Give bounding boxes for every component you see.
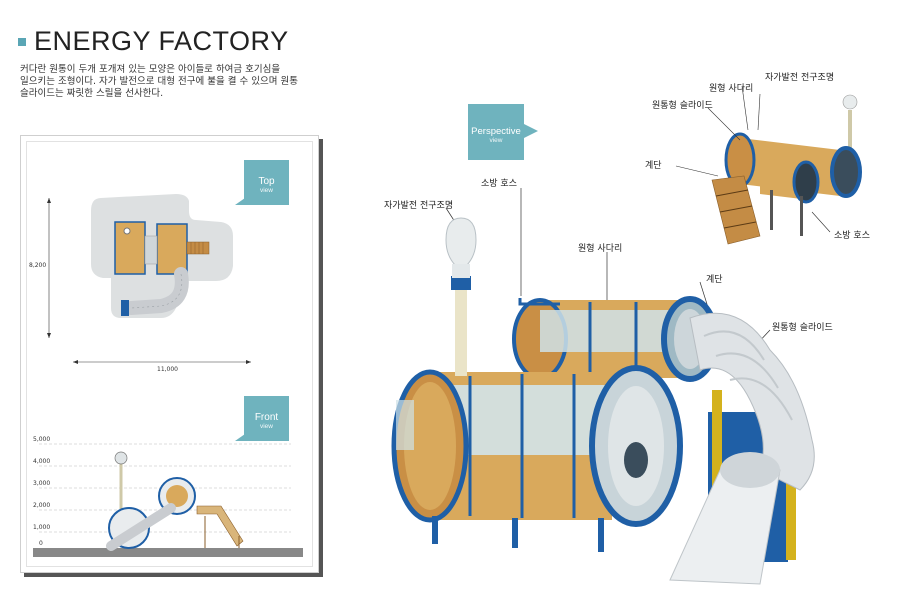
scale-1000: 1,000 xyxy=(33,524,51,531)
description-line-3: 슬라이드는 짜릿한 스릴을 선사한다. xyxy=(20,88,164,99)
description-line-1: 커다란 원통이 두개 포개져 있는 모양은 아이들로 하여금 호기심을 xyxy=(20,64,281,75)
elevation-stairs xyxy=(196,505,244,547)
front-view-callout-tail xyxy=(235,434,245,441)
top-view-title: Top xyxy=(258,176,275,187)
scale-2000: 2,000 xyxy=(33,502,51,509)
perspective-view-subtitle: view xyxy=(489,137,503,144)
label-bulb-main: 자가발전 전구조명 xyxy=(384,201,454,211)
front-view-subtitle: view xyxy=(259,423,273,430)
top-view-subtitle: view xyxy=(259,187,273,194)
elevation-drawing xyxy=(33,443,303,557)
generator-bulb xyxy=(445,217,477,376)
title-block: ENERGY FACTORY xyxy=(18,26,289,57)
label-hose-main: 소방 호스 xyxy=(481,179,517,189)
label-round-ladder-main: 원형 사다리 xyxy=(578,244,623,254)
label-slide-main: 원통형 슬라이드 xyxy=(772,323,833,333)
description: 커다란 원통이 두개 포개져 있는 모양은 아이들로 하여금 호기심을 일으키는… xyxy=(20,64,300,100)
description-line-2: 일으키는 조형이다. 자가 발전으로 대형 전구에 불을 켤 수 있으며 원통 xyxy=(20,76,298,87)
lower-tube xyxy=(391,365,683,552)
top-view-callout-tail xyxy=(235,198,245,205)
label-stairs-inset: 계단 xyxy=(645,161,662,171)
top-view-callout: Top view xyxy=(244,160,289,205)
plan-bulb xyxy=(123,227,131,235)
elevation-slide xyxy=(106,503,176,551)
page-title: ENERGY FACTORY xyxy=(34,26,289,56)
elevation-bulb xyxy=(114,451,128,465)
plan-stairs xyxy=(186,241,210,255)
drawing-sheet: Top view Front view xyxy=(20,135,319,573)
scale-5000: 5,000 xyxy=(33,436,51,443)
inset-perspective xyxy=(675,85,862,245)
plan-slide-end xyxy=(121,300,129,316)
label-bulb-inset: 자가발전 전구조명 xyxy=(765,73,835,83)
energy-dial xyxy=(624,442,648,478)
depth-dimension: 8,200 xyxy=(29,262,47,269)
label-round-ladder-inset: 원형 사다리 xyxy=(709,84,754,94)
front-view-title: Front xyxy=(254,412,279,423)
title-marker xyxy=(18,37,26,46)
upper-tube xyxy=(512,296,719,382)
front-view-callout: Front view xyxy=(244,396,289,441)
label-hose-inset: 소방 호스 xyxy=(834,231,870,241)
scale-4000: 4,000 xyxy=(33,458,51,465)
scale-3000: 3,000 xyxy=(33,480,51,487)
ground-strip xyxy=(33,548,303,557)
perspective-view-title: Perspective xyxy=(471,126,521,137)
plan-connector xyxy=(144,235,158,265)
perspective-callout-tail xyxy=(524,124,538,138)
label-stairs-main: 계단 xyxy=(706,275,723,285)
scale-0: 0 xyxy=(39,540,43,547)
label-slide-inset: 원통형 슬라이드 xyxy=(652,101,713,111)
drawing-frame xyxy=(26,141,313,567)
width-dimension: 11,000 xyxy=(157,366,178,373)
slide-section xyxy=(669,312,815,585)
perspective-view-callout: Perspective view xyxy=(468,104,524,160)
plan-drawing xyxy=(33,194,303,557)
